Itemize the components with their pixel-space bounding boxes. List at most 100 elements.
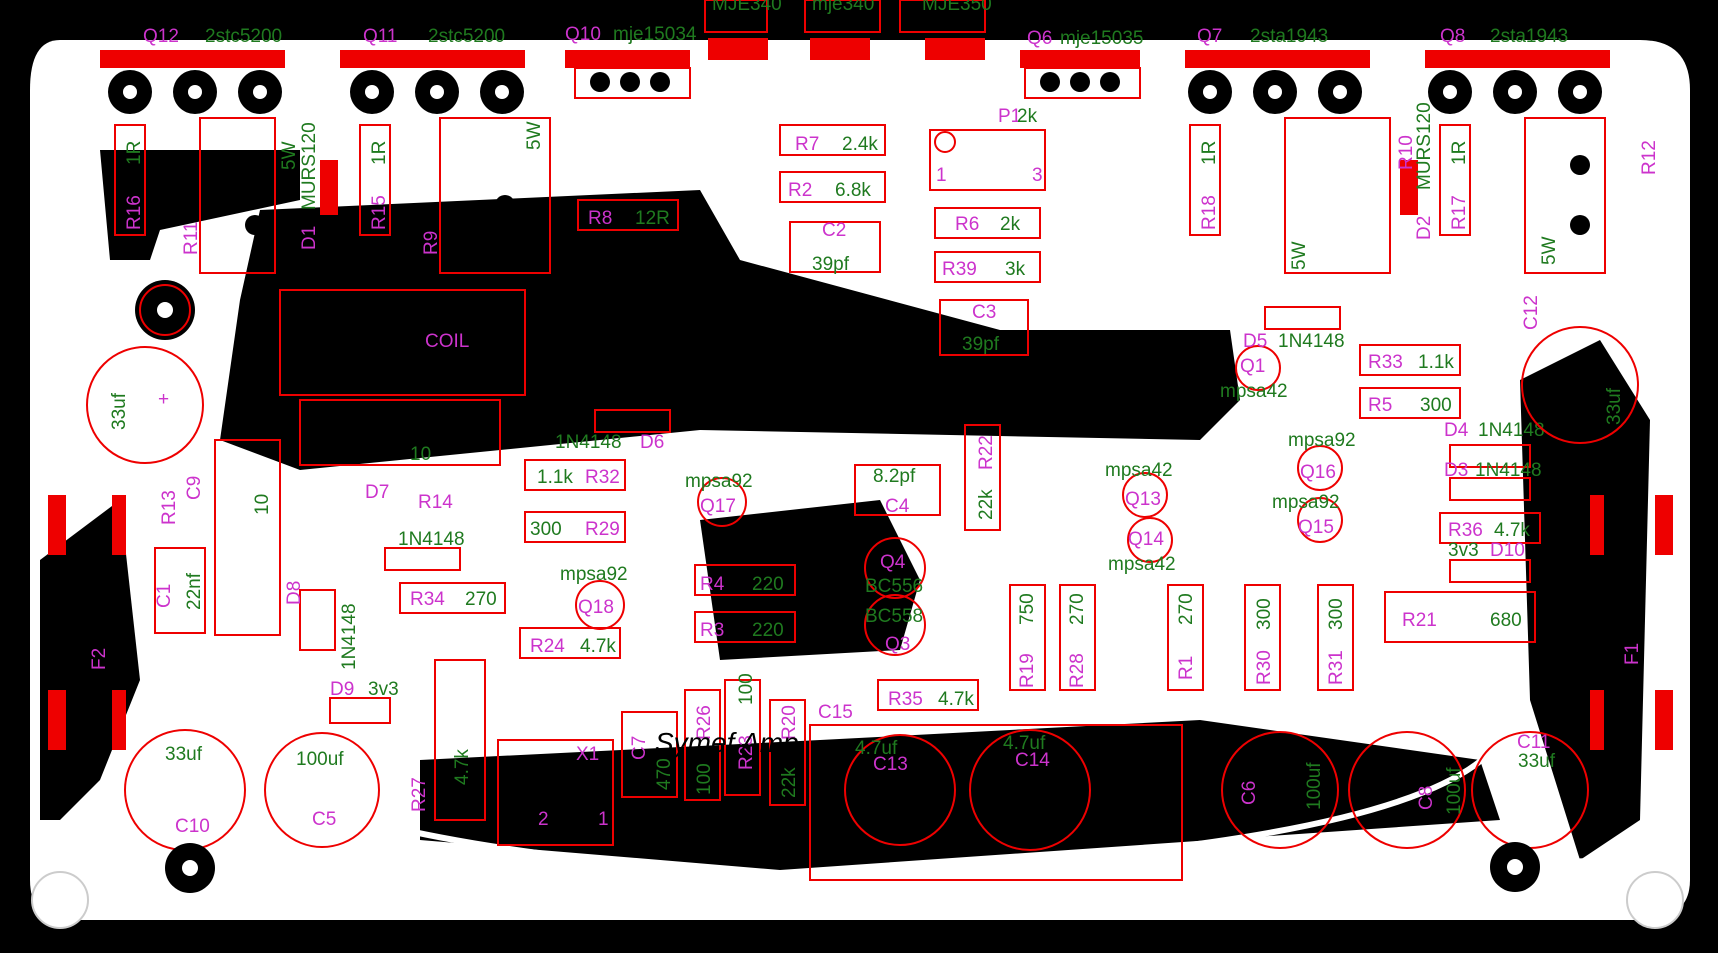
r34-ref: R34	[410, 589, 445, 610]
f1-label: F1	[1622, 643, 1643, 665]
c5-value: 100uf	[296, 749, 344, 770]
q18-ref: Q18	[578, 597, 614, 618]
c12-ref: C12	[1521, 295, 1542, 330]
c1-ref: C1	[154, 584, 175, 608]
d5-ref: D5	[1243, 331, 1267, 352]
transistor-header-q7: Q7 2sta1943	[1185, 26, 1370, 114]
q4-value: BC556	[865, 576, 923, 597]
diode-d7-label: D7 R14	[365, 482, 453, 513]
capacitor-c14: 4.7uf C14	[969, 729, 1091, 851]
r39-ref: R39	[942, 259, 977, 280]
diode-d6: 1N4148 D6	[555, 409, 671, 453]
r27-value: 4.7k	[452, 749, 473, 785]
transistor-q1: Q1 mpsa42	[1220, 345, 1288, 402]
transistor-q18: mpsa92 Q18	[560, 564, 628, 630]
resistor-r5: R5 300	[1359, 387, 1461, 419]
resistor-r24: R24 4.7k	[519, 627, 621, 659]
resistor-r16: 1R R16	[114, 124, 146, 236]
r11-ref: R11	[181, 222, 202, 255]
r14-value: 10	[410, 444, 431, 465]
resistor-r6: R6 2k	[934, 207, 1041, 239]
r16-ref: R16	[124, 195, 145, 230]
c3-value: 39pf	[962, 334, 1000, 355]
r24-value: 4.7k	[580, 636, 616, 657]
resistor-r3: R3 220	[694, 611, 796, 643]
r3-ref: R3	[700, 620, 724, 641]
capacitor-c1: 22nf C1	[154, 547, 206, 634]
resistor-r7: R7 2.4k	[779, 124, 886, 156]
r4-value: 220	[752, 574, 784, 595]
transistor-q14: Q14 mpsa42	[1108, 517, 1176, 575]
c12-value: 33uf	[1604, 387, 1625, 425]
pot-pin-3: 3	[1032, 165, 1043, 186]
r11-value: 5W	[279, 141, 300, 170]
r31-ref: R31	[1326, 650, 1347, 685]
resistor-r19: 750 R19	[1009, 584, 1046, 691]
resistor-r9: 5W R9	[421, 117, 551, 274]
transistor-q17: mpsa92 Q17	[685, 471, 753, 527]
r17-value: 1R	[1449, 141, 1470, 165]
driver-2-label: mje340	[812, 0, 874, 15]
resistor-r31: 300 R31	[1317, 584, 1354, 691]
transistor-q4: Q4 BC556	[864, 537, 926, 599]
r35-value: 680	[1490, 610, 1522, 631]
c14-value: 4.7uf	[1003, 733, 1046, 754]
diode-d7: 1N4148	[384, 529, 465, 571]
c10-value: 33uf	[165, 744, 203, 765]
d9-value: 3v3	[368, 679, 399, 700]
r16-value: 1R	[124, 141, 145, 165]
copper-pour-bottom-bus	[420, 720, 1500, 870]
q11-ref: Q11	[363, 26, 398, 47]
r39-value: 3k	[1005, 259, 1026, 280]
d10-value: 3v3	[1448, 540, 1479, 561]
transistor-header-q8: Q8 2sta1943	[1425, 26, 1610, 114]
r26-value: 100	[694, 763, 715, 795]
d10-ref: D10	[1490, 540, 1525, 561]
d5-value: 1N4148	[1278, 331, 1345, 352]
c2-ref: C2	[822, 220, 846, 241]
q3-value: BC558	[865, 606, 923, 627]
r19-ref: R19	[1017, 653, 1038, 688]
q3-ref: Q3	[885, 634, 910, 655]
r21-ref: R35	[888, 689, 923, 710]
q7-value: 2sta1943	[1250, 26, 1328, 47]
isolation-gap-3	[899, 477, 1514, 873]
r23-ref: R23	[736, 735, 757, 770]
resistor-r28: 270 R28	[1059, 584, 1096, 691]
resistor-r21: R35 4.7k	[877, 679, 979, 711]
resistor-r13: 10 R13	[159, 439, 281, 636]
q16-ref: Q16	[1300, 462, 1336, 483]
coil: COIL	[279, 289, 526, 396]
resistor-r26: R26 100	[684, 689, 721, 801]
capacitor-c2: C2 39pf	[789, 220, 881, 275]
diode-d2: R10 MURS120 D2	[1396, 102, 1435, 240]
c15-ref: C15	[818, 702, 853, 723]
capacitor-c4: 8.2pf C4	[854, 464, 941, 517]
r33-value: 1.1k	[1418, 352, 1454, 373]
pot-pin-1: 1	[936, 165, 947, 186]
r21-value: 4.7k	[938, 689, 974, 710]
c13-value: 4.7uf	[855, 738, 898, 759]
q6-value: mje15035	[1060, 28, 1143, 49]
c2-value: 39pf	[812, 254, 850, 275]
r12-value: 5W	[1539, 236, 1560, 265]
pot-ref: P1	[998, 106, 1021, 127]
transistor-header-q6: Q6 mje15035	[1020, 28, 1143, 99]
c13-ref: C13	[873, 754, 908, 775]
r30-ref: R30	[1254, 650, 1275, 685]
r30-value: 300	[1254, 598, 1275, 630]
c6-ref: C6	[1239, 781, 1260, 805]
resistor-r15: 1R R15	[359, 124, 391, 236]
c4-value: 8.2pf	[873, 466, 916, 487]
q16-value: mpsa92	[1288, 430, 1356, 451]
resistor-r35: R21 680	[1384, 591, 1536, 643]
diode-d4: D4 1N4148	[1444, 420, 1545, 468]
d7-value: 1N4148	[398, 529, 465, 550]
r28-value: 270	[1067, 593, 1088, 625]
r29-ref: R29	[585, 519, 620, 540]
r31-value: 300	[1326, 598, 1347, 630]
brand-logo: Symef Amp	[655, 727, 799, 758]
isolation-gap-2	[128, 497, 701, 873]
q12-ref: Q12	[143, 26, 179, 47]
capacitor-c5: 100uf C5	[264, 732, 380, 848]
